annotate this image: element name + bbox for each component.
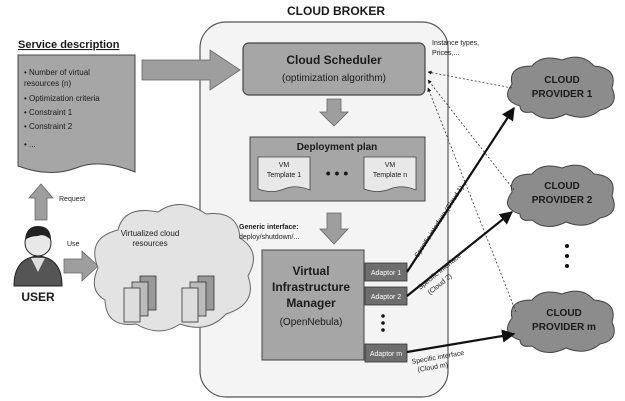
- scheduler-to-plan-arrow: [319, 98, 349, 127]
- cloud-provider-label: PROVIDER 1: [532, 89, 593, 100]
- service-item: resources (n): [24, 79, 71, 88]
- instance-note: Instance types,: [432, 40, 479, 47]
- service-item: • Number of virtual: [24, 68, 90, 77]
- cloud-provider-2: CLOUD PROVIDER 2: [507, 164, 615, 227]
- cloud-provider-label: CLOUD: [544, 75, 580, 86]
- cloud-scheduler-subtitle: (optimization algorithm): [282, 73, 386, 84]
- adaptor-label: Adaptor 1: [371, 270, 401, 277]
- vm-template-label: Template n: [373, 172, 407, 179]
- generic-interface-title: Generic interface:: [239, 224, 299, 231]
- service-description: Service description • Number of virtual …: [17, 39, 136, 173]
- service-to-scheduler-arrow: [141, 49, 241, 91]
- server-rack-icon: [181, 275, 215, 323]
- vim-title: Manager: [286, 296, 336, 310]
- plan-to-vim-arrow: [319, 212, 349, 245]
- request-arrow: [28, 183, 54, 221]
- adaptor-to-provider-arrow: [406, 211, 514, 297]
- vim-title: Infrastructure: [272, 280, 350, 294]
- cloud-provider-label: PROVIDER m: [532, 322, 596, 333]
- user-label: USER: [21, 290, 55, 304]
- cloud-provider-m: CLOUD PROVIDER m: [507, 290, 615, 353]
- service-item: • ...: [24, 140, 36, 149]
- service-item: • Constraint 2: [24, 122, 73, 131]
- adaptor-to-provider-arrow: [406, 329, 516, 354]
- service-description-title: Service description: [18, 39, 120, 51]
- cloud-provider-label: PROVIDER 2: [532, 195, 593, 206]
- provider-info-arrow: [427, 87, 517, 313]
- vm-template-n: [363, 156, 417, 192]
- cloud-scheduler-title: Cloud Scheduler: [286, 53, 382, 67]
- virtualized-resources-cloud: Virtualized cloud resources: [93, 204, 254, 332]
- adaptor-label: Adaptor m: [370, 351, 402, 358]
- adaptor-to-provider-arrow: [406, 106, 515, 273]
- server-rack-icon: [123, 275, 157, 323]
- instance-note: Prices,...: [432, 50, 459, 57]
- deployment-plan-title: Deployment plan: [297, 142, 378, 153]
- vim-box: [261, 249, 365, 361]
- vm-template-label: Template 1: [267, 172, 301, 179]
- cloud-provider-label: CLOUD: [544, 181, 580, 192]
- use-label: Use: [67, 241, 80, 248]
- user-icon: [13, 226, 63, 287]
- request-label: Request: [59, 196, 85, 203]
- cloud-provider-label: CLOUD: [546, 308, 582, 319]
- vm-template-label: VM: [385, 162, 396, 169]
- service-item: • Constraint 1: [24, 108, 73, 117]
- cloud-scheduler-box: [242, 42, 426, 96]
- vm-ellipsis: • • •: [326, 165, 349, 181]
- adaptor-label: Adaptor 2: [371, 294, 401, 301]
- provider-info-arrow: [427, 79, 515, 191]
- cloud-broker-title: CLOUD BROKER: [287, 4, 385, 18]
- cloud-provider-1: CLOUD PROVIDER 1: [507, 56, 615, 119]
- deployment-plan: Deployment plan VM Template 1 • • • VM T…: [249, 136, 426, 202]
- vm-template-1: [257, 156, 311, 192]
- adaptor-m: [364, 343, 408, 363]
- adaptor-ellipsis: [381, 314, 385, 332]
- virtualized-resources-label: Virtualized cloud: [121, 229, 180, 238]
- service-item: • Optimization criteria: [24, 94, 100, 103]
- provider-ellipsis: [565, 244, 569, 268]
- virtualized-resources-label: resources: [132, 239, 167, 248]
- vim-subtitle: (OpenNebula): [280, 317, 343, 328]
- generic-interface-ops: deploy/shutdown/...: [239, 234, 299, 241]
- vm-template-label: VM: [279, 162, 290, 169]
- vim-title: Virtual: [292, 264, 329, 278]
- use-arrow: [63, 250, 99, 282]
